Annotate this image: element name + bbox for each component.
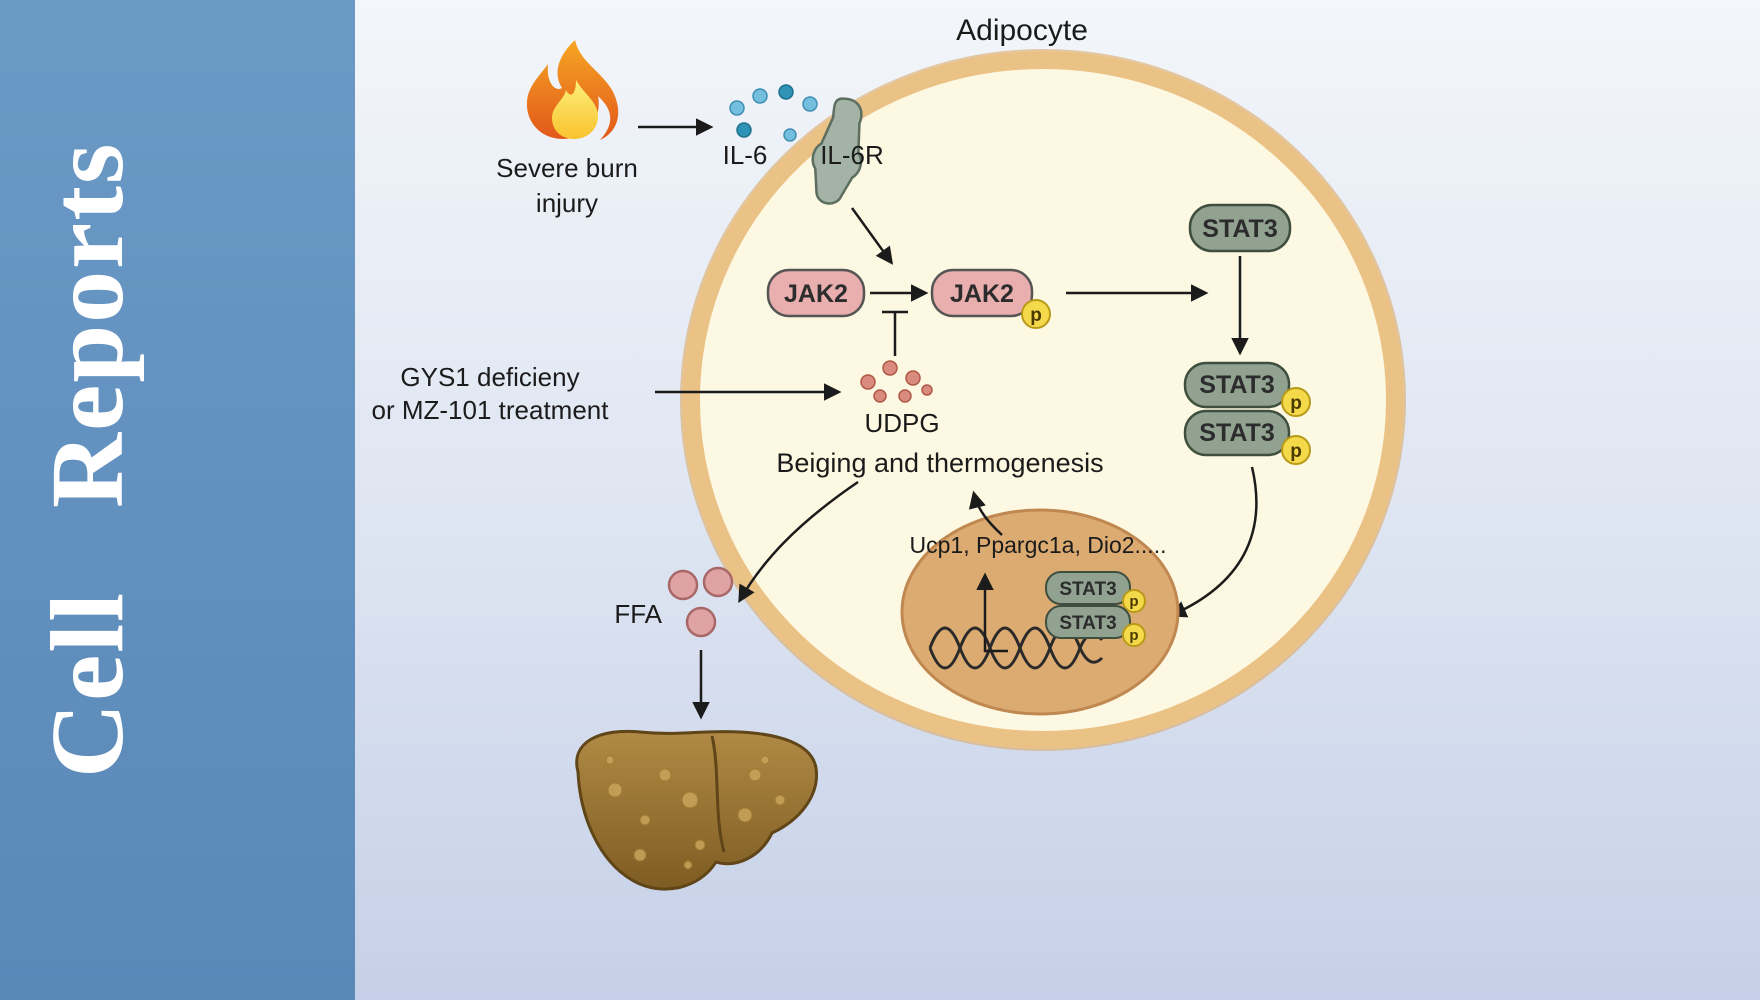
stat3p-nucleus-phospho-2: p [1129,627,1138,644]
burn-label-line1: Severe burn [496,153,638,183]
stat3p-dimer-label-1: STAT3 [1199,371,1274,399]
dna-helix-icon [928,626,1104,670]
ffa-dots [667,566,734,638]
jak2p-phospho-badge [1021,299,1051,329]
stat3p-dimer-phospho-2: p [1290,441,1302,462]
stat3p-dimer-nucleus: STAT3 p STAT3 p [1045,571,1146,647]
stat3p-nucleus-label-1: STAT3 [1059,579,1116,600]
stat3p-dimer-phospho-1: p [1290,393,1302,414]
udpg-dots [860,360,933,403]
udpg-label: UDPG [864,408,939,438]
stat3-box [1188,203,1292,253]
nucleus [900,508,1180,716]
jak2p-phospho-label: p [1030,305,1042,326]
jak2p-label: JAK2 [950,280,1014,308]
arrow-transcription [976,572,1008,653]
arrow-nucleus-to-beiging [968,490,1003,536]
journal-sidebar [0,0,355,1000]
gys1-label-line1: GYS1 deficieny [400,362,579,392]
stat3p-nucleus-label-2: STAT3 [1059,613,1116,634]
il6r-receptor-icon [811,97,863,205]
jak2p-box [930,268,1034,318]
arrow-beiging-to-ffa [738,480,859,604]
beiging-label: Beiging and thermogenesis [776,448,1103,478]
adipocyte-cell-outline [680,49,1406,751]
il6r-label: IL-6R [820,140,884,170]
flame-icon [526,40,619,140]
gys1-label-line2: or MZ-101 treatment [372,395,610,425]
stat3-label: STAT3 [1202,215,1277,243]
jak2-box [766,268,866,318]
jak2-label: JAK2 [784,280,848,308]
burn-label-line2: injury [536,188,598,218]
ffa-label: FFA [614,599,662,629]
il6-label: IL-6 [723,140,768,170]
stat3p-nucleus-phospho-1: p [1129,593,1138,610]
il6-dots [729,84,818,142]
flame-inner [552,80,598,139]
stat3p-dimer-label-2: STAT3 [1199,419,1274,447]
adipocyte-label: Adipocyte [956,14,1088,47]
arrow-il6r-to-jak2 [850,207,894,265]
liver-icon [575,729,818,891]
stat3p-dimer: STAT3 p STAT3 p [1183,361,1311,465]
journal-title: Cell Reports [30,142,145,778]
arrow-dimer-to-nucleus [1168,466,1258,618]
genes-label: Ucp1, Ppargc1a, Dio2..... [910,532,1167,558]
